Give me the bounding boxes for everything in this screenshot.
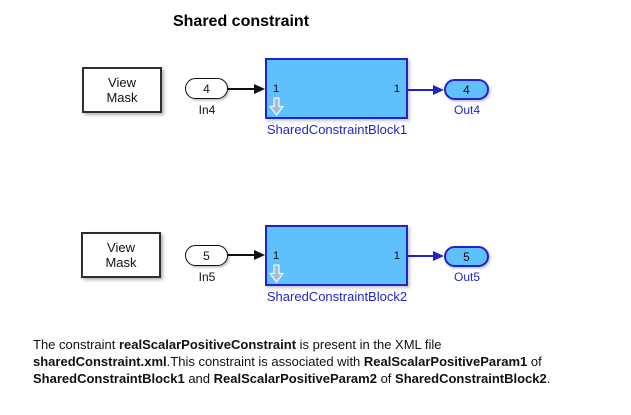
outport-block-out5[interactable]: 5 [444,246,489,267]
input-port-label: 1 [273,83,280,95]
description-segment: SharedConstraintBlock2 [395,371,547,386]
inport-label-in4: In4 [198,103,216,117]
description: The constraint realScalarPositiveConstra… [33,336,550,387]
description-segment: realScalarPositiveConstraint [119,337,297,352]
view-mask-label-line1: View [108,75,136,90]
description-segment: of [527,354,542,369]
inport-block-in5[interactable]: 5 [185,245,228,266]
look-under-mask-badge[interactable] [269,97,284,116]
view-mask-button-2[interactable]: View Mask [81,232,161,278]
description-segment: .This constraint is associated with [166,354,364,369]
inport-value: 4 [203,81,210,96]
signal-arrowhead-in-1 [254,84,265,94]
look-under-mask-badge[interactable] [269,264,284,283]
outport-block-out4[interactable]: 4 [444,79,489,100]
view-mask-label-line1: View [107,240,135,255]
inport-label-in5: In5 [198,270,216,284]
outport-value: 4 [463,82,470,97]
view-mask-label-line2: Mask [105,255,137,270]
output-port-label: 1 [393,250,400,262]
description-segment: sharedConstraint.xml [33,354,167,369]
description-segment: The constraint [33,337,119,352]
description-segment: of [376,371,396,386]
description-segment: SharedConstraintBlock1 [33,371,185,386]
shared-constraint-block-1[interactable]: 1 1 [265,58,408,119]
signal-line-in-1[interactable] [227,88,255,90]
block-name-label-2: SharedConstraintBlock2 [266,289,408,304]
signal-arrowhead-out-1 [433,85,444,95]
description-segment: . [546,371,551,386]
input-port-label: 1 [273,250,280,262]
down-arrow-icon [269,97,284,116]
outport-label-out4: Out4 [453,103,480,117]
down-arrow-icon [269,264,284,283]
view-mask-button-1[interactable]: View Mask [82,67,162,113]
outport-label-out5: Out5 [453,270,480,284]
shared-constraint-block-2[interactable]: 1 1 [265,225,408,286]
signal-line-in-2[interactable] [227,254,255,256]
description-segment: is present in the XML file [296,337,442,352]
view-mask-label-line2: Mask [106,90,138,105]
inport-value: 5 [203,248,210,263]
signal-arrowhead-out-2 [433,251,444,261]
model-title: Shared constraint [172,13,310,30]
description-segment: and [184,371,214,386]
output-port-label: 1 [393,83,400,95]
block-name-label-1: SharedConstraintBlock1 [266,122,408,137]
description-segment: RealScalarPositiveParam1 [363,354,528,369]
outport-value: 5 [463,249,470,264]
signal-arrowhead-in-2 [254,250,265,260]
signal-line-out-1[interactable] [407,89,434,91]
description-segment: RealScalarPositiveParam2 [213,371,377,386]
inport-block-in4[interactable]: 4 [185,78,228,99]
signal-line-out-2[interactable] [407,255,434,257]
